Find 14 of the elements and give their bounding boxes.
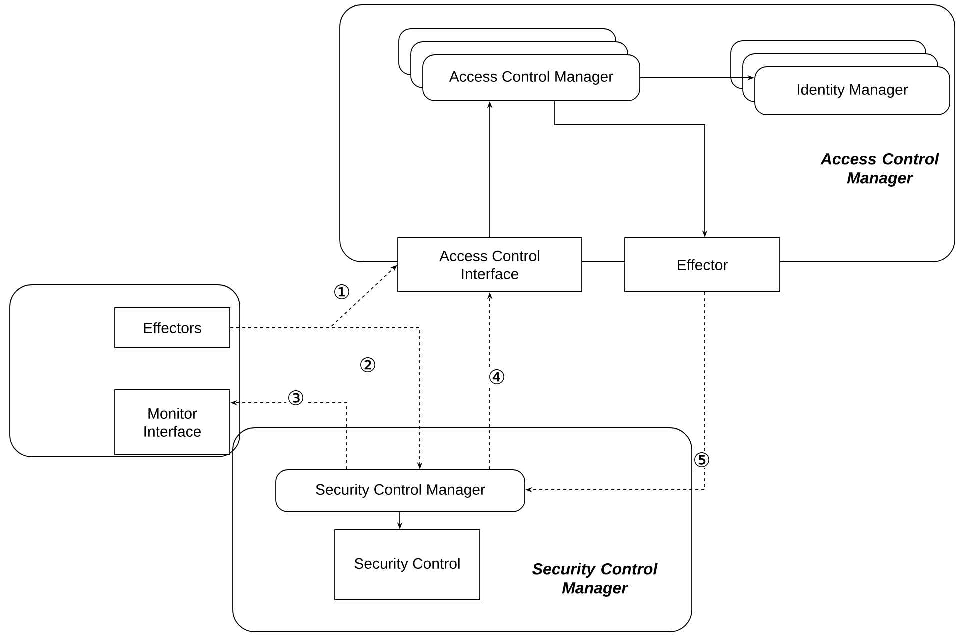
region-box: [10, 284, 240, 458]
process-box: Effector: [624, 238, 780, 292]
stacked-box: Identity Manager: [730, 40, 950, 116]
rounded-box: Security Control Manager: [276, 470, 526, 512]
edge-label: ③: [286, 390, 306, 406]
edge-label: ②: [358, 356, 378, 374]
edge-label: ①: [332, 284, 352, 300]
process-box: Security Control: [334, 530, 480, 600]
process-box: Monitor Interface: [114, 390, 230, 456]
edge-label: ④: [487, 368, 507, 386]
edge-label: ⑤: [692, 452, 712, 468]
process-box: Effectors: [114, 308, 230, 348]
stacked-box: Access Control Manager: [398, 28, 640, 102]
process-box: Access Control Interface: [398, 238, 582, 292]
